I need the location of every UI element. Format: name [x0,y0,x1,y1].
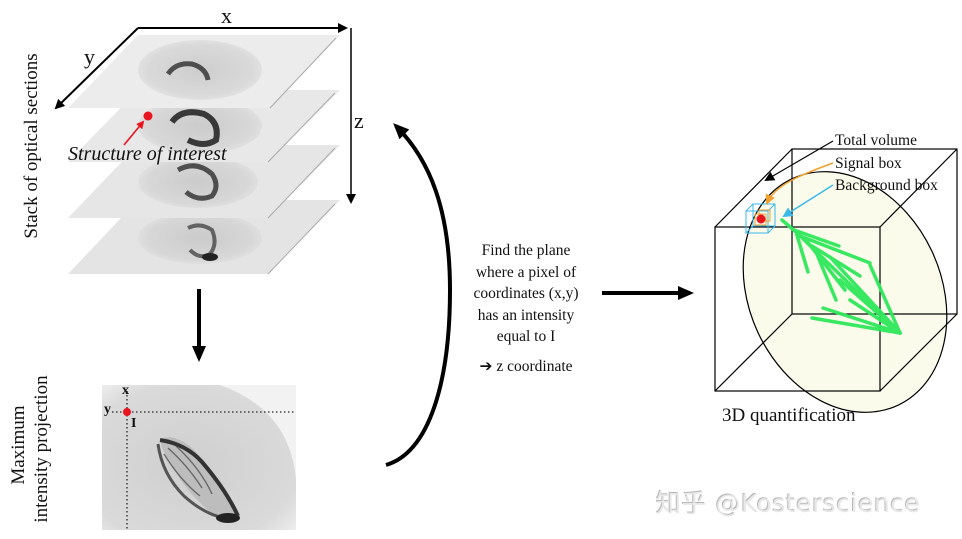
mip-side-label-line2: intensity projection [31,375,52,523]
legend-background-box: Background box [835,177,938,194]
background-box [745,203,776,234]
process-description: Find the plane where a pixel of coordina… [456,240,596,377]
process-line-4: has an intensity [477,306,575,324]
signal-box-pointer [765,162,834,205]
legend-signal-box: Signal box [835,155,902,172]
structure-of-interest-label: Structure of interest [68,143,227,165]
quantification-cube [714,140,958,413]
legend-total-volume: Total volume [835,132,917,149]
background-box-pointer [782,184,834,218]
optical-section-stack [54,23,356,275]
optical-slice-4 [68,200,340,275]
structure-marker [143,111,153,121]
mip-side-label-line1: Maximum [8,405,29,485]
process-result-text: z coordinate [496,357,573,375]
stack-axis-y-label: y [84,44,95,69]
process-line-5: equal to I [496,328,556,345]
y-axis-arrow [54,27,139,110]
mip-intensity-label: I [131,416,137,431]
mip-image [102,385,296,530]
mip-y-label: y [104,402,111,417]
optical-slice-1 [68,35,340,109]
optical-slice-3 [68,145,340,219]
voxel-marker [756,214,766,224]
quantification-caption: 3D quantification [722,405,856,426]
stack-axis-x-label: x [221,3,232,28]
stack-axis-z-label: z [354,108,364,133]
mip-pixel-marker [123,408,131,416]
spindle-fibers [780,218,902,335]
curved-return-arrow [385,123,453,467]
process-line-3: coordinates (x,y) [473,285,579,302]
process-result: ➔ z coordinate [456,356,596,378]
process-line-1: Find the plane [481,242,571,259]
watermark: 知乎 @Kosterscience [656,489,921,518]
total-volume-pointer [764,140,834,182]
stack-side-label: Stack of optical sections [21,53,42,239]
structure-pointer-arrow [123,120,145,146]
mip-x-label: x [122,383,129,398]
arrow-right-icon: ➔ [479,357,493,375]
process-line-2: where a pixel of [475,263,577,281]
